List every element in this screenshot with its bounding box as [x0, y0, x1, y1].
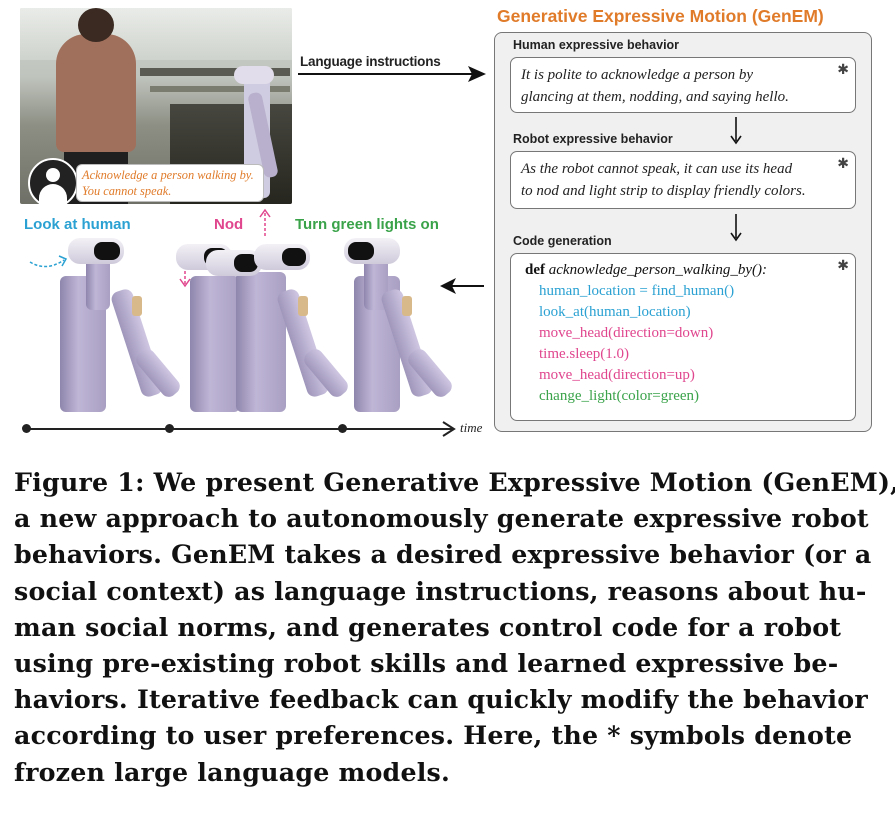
genem-panel: Human expressive behavior It is polite t… [494, 32, 872, 432]
label-turn-green-lights-on: Turn green lights on [295, 216, 439, 233]
section-label-human: Human expressive behavior [513, 38, 680, 52]
caption-line: a new approach to autonomously generate … [14, 503, 869, 534]
timeline-label: time [460, 420, 483, 435]
label-nod: Nod [214, 216, 244, 233]
label-look-at-human: Look at human [24, 216, 131, 233]
caption-line: using pre-existing robot skills and lear… [14, 648, 839, 679]
section-label-robot: Robot expressive behavior [513, 132, 673, 146]
caption-line: haviors. Iterative feedback can quickly … [14, 684, 868, 715]
speech-bubble-line: You cannot speak. [82, 184, 172, 198]
text-line: to nod and light strip to display friend… [521, 183, 806, 199]
code-line: move_head(direction=down) [539, 325, 714, 341]
genem-title: Generative Expressive Motion (GenEM) [497, 6, 824, 26]
frozen-llm-star-icon: ✱ [837, 155, 849, 171]
up-arrow-icon [259, 208, 271, 236]
timeline-dot [338, 424, 347, 433]
photo-shelf [150, 86, 290, 92]
right-arrow-icon [298, 66, 486, 82]
human-behavior-box: It is polite to acknowledge a person by … [510, 57, 856, 113]
turn-arrow-icon [29, 255, 68, 268]
caption-line: man social norms, and generates control … [14, 611, 842, 642]
speech-bubble-line: Acknowledge a person walking by. [82, 168, 254, 182]
caption-line: frozen large language models. [14, 756, 450, 787]
caption-line: behaviors. GenEM takes a desired express… [14, 539, 872, 570]
down-arrow-icon [179, 256, 191, 288]
user-avatar-icon [28, 158, 78, 208]
caption-line: according to user preferences. Here, the… [14, 720, 853, 751]
frozen-llm-star-icon: ✱ [837, 257, 849, 273]
code-block: def acknowledge_person_walking_by(): hum… [525, 260, 767, 407]
photo-shelf [140, 68, 290, 76]
timeline-axis [24, 428, 454, 430]
code-line: look_at(human_location) [539, 304, 691, 320]
code-generation-box: def acknowledge_person_walking_by(): hum… [510, 253, 856, 421]
figure-caption: Figure 1: We present Generative Expressi… [14, 464, 895, 790]
text-line: glancing at them, nodding, and saying he… [521, 89, 789, 105]
robot-behavior-box: As the robot cannot speak, it can use it… [510, 151, 856, 209]
photo-robot-head [234, 66, 274, 84]
timeline-arrowhead-icon [442, 421, 456, 437]
robot-behavior-text: As the robot cannot speak, it can use it… [521, 158, 806, 202]
photo-person-head [78, 8, 114, 42]
down-arrow-icon [730, 214, 742, 242]
code-def-keyword: def [525, 262, 545, 278]
timeline-dot [165, 424, 174, 433]
language-instructions-label: Language instructions [300, 54, 441, 69]
code-line: time.sleep(1.0) [539, 346, 629, 362]
left-arrow-icon [440, 278, 484, 294]
text-line: It is polite to acknowledge a person by [521, 67, 754, 83]
caption-line: Figure 1: We present Generative Expressi… [14, 467, 895, 497]
code-line: change_light(color=green) [539, 388, 700, 404]
timeline-dot [22, 424, 31, 433]
code-line: human_location = find_human() [539, 283, 735, 299]
caption-line: social context) as language instructions… [14, 575, 867, 606]
code-def-line: def acknowledge_person_walking_by(): [525, 260, 767, 281]
speech-bubble: Acknowledge a person walking by. You can… [76, 164, 264, 202]
code-function-name: acknowledge_person_walking_by(): [548, 262, 768, 278]
human-behavior-text: It is polite to acknowledge a person by … [521, 64, 789, 108]
text-line: As the robot cannot speak, it can use it… [521, 161, 793, 177]
frozen-llm-star-icon: ✱ [837, 61, 849, 77]
down-arrow-icon [730, 117, 742, 145]
section-label-code: Code generation [513, 234, 612, 248]
code-line: move_head(direction=up) [539, 367, 695, 383]
photo-person-body [56, 34, 136, 152]
